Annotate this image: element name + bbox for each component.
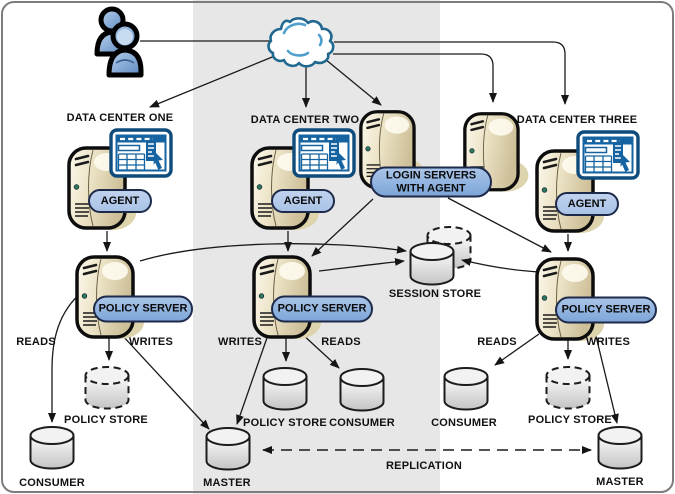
dc1-policy-store-label: POLICY STORE bbox=[64, 414, 148, 426]
edge-login-servers-to-dc3-policy-server bbox=[447, 197, 552, 253]
dc1-consumer-label: CONSUMER bbox=[19, 477, 85, 489]
edge-dc2-writes-to-master bbox=[236, 331, 270, 425]
dc2-policy-server-pill: POLICY SERVER bbox=[271, 295, 373, 323]
dc3-admin-console-icon bbox=[576, 130, 640, 180]
login-servers-label-line1: LOGIN SERVERS bbox=[385, 169, 477, 181]
dc2-reads-label: READS bbox=[321, 336, 361, 348]
dc1-consumer-icon bbox=[29, 426, 75, 470]
dc3-master-icon bbox=[597, 426, 643, 470]
dc2-consumer-icon bbox=[339, 368, 385, 412]
dc1-policy-store-icon bbox=[84, 366, 130, 410]
dc2-title: DATA CENTER TWO bbox=[250, 114, 360, 126]
dc1-agent-label: AGENT bbox=[100, 194, 140, 207]
edge-cloud-to-dc3 bbox=[334, 41, 569, 105]
edge-dc1-writes-to-dc2-master bbox=[120, 333, 210, 430]
dc1-policy-server-label: POLICY SERVER bbox=[98, 302, 188, 315]
dc2-policy-store-label: POLICY STORE bbox=[243, 417, 327, 429]
edge-dc1-reads-to-consumer bbox=[48, 290, 84, 423]
users-icon bbox=[97, 9, 141, 75]
dc2-master-label: MASTER bbox=[203, 477, 251, 489]
dc2-agent-pill: AGENT bbox=[271, 189, 335, 213]
dc3-agent-label: AGENT bbox=[567, 197, 607, 210]
login-servers-pill: LOGIN SERVERS WITH AGENT bbox=[370, 166, 492, 198]
edge-dc3-writes-to-master bbox=[594, 331, 619, 424]
dc2-consumer-label: CONSUMER bbox=[329, 417, 395, 429]
internet-cloud-icon bbox=[267, 17, 335, 68]
dc1-agent-pill: AGENT bbox=[88, 189, 152, 213]
dc1-title: DATA CENTER ONE bbox=[66, 112, 174, 124]
dc3-policy-server-label: POLICY SERVER bbox=[561, 303, 651, 316]
login-servers-label-line2: WITH AGENT bbox=[396, 182, 466, 194]
dc3-consumer-label: CONSUMER bbox=[431, 417, 497, 429]
edge-dc3-policy-server-to-session-store bbox=[461, 258, 543, 273]
edge-dc2-policy-server-to-session-store bbox=[318, 257, 405, 272]
dc2-policy-server-label: POLICY SERVER bbox=[277, 302, 367, 315]
session-store-label: SESSION STORE bbox=[388, 288, 482, 300]
edge-dc1-policy-server-to-session-store bbox=[139, 243, 407, 262]
dc3-title: DATA CENTER THREE bbox=[516, 114, 638, 126]
dc2-admin-console-icon bbox=[292, 128, 356, 178]
dc1-writes-label: WRITES bbox=[129, 336, 173, 348]
replication-label: REPLICATION bbox=[386, 460, 462, 472]
session-store-icon bbox=[409, 242, 455, 286]
edge-login-servers-to-dc2-policy-server bbox=[311, 198, 374, 257]
dc1-admin-console-icon bbox=[109, 128, 173, 178]
dc3-consumer-icon bbox=[443, 367, 489, 411]
edge-dc3-reads-to-consumer bbox=[494, 333, 540, 366]
dc1-policy-server-pill: POLICY SERVER bbox=[93, 295, 193, 323]
edge-dc2-reads-to-consumer bbox=[300, 332, 340, 369]
edge-cloud-to-login-server-2 bbox=[333, 53, 497, 103]
dc2-policy-store-icon bbox=[262, 367, 308, 411]
dc3-writes-label: WRITES bbox=[586, 336, 630, 348]
edge-cloud-to-dc1 bbox=[149, 52, 283, 108]
dc1-reads-label: READS bbox=[16, 336, 56, 348]
dc3-agent-pill: AGENT bbox=[555, 192, 619, 216]
dc3-master-label: MASTER bbox=[596, 476, 644, 488]
dc2-agent-label: AGENT bbox=[283, 194, 323, 207]
dc2-writes-label: WRITES bbox=[218, 336, 262, 348]
dc2-master-icon bbox=[205, 427, 251, 471]
edge-cloud-to-login-server-1 bbox=[324, 58, 382, 106]
dc3-policy-server-pill: POLICY SERVER bbox=[555, 296, 657, 324]
dc3-reads-label: READS bbox=[477, 336, 517, 348]
dc3-policy-store-label: POLICY STORE bbox=[528, 414, 612, 426]
dc3-policy-store-icon bbox=[545, 366, 591, 410]
